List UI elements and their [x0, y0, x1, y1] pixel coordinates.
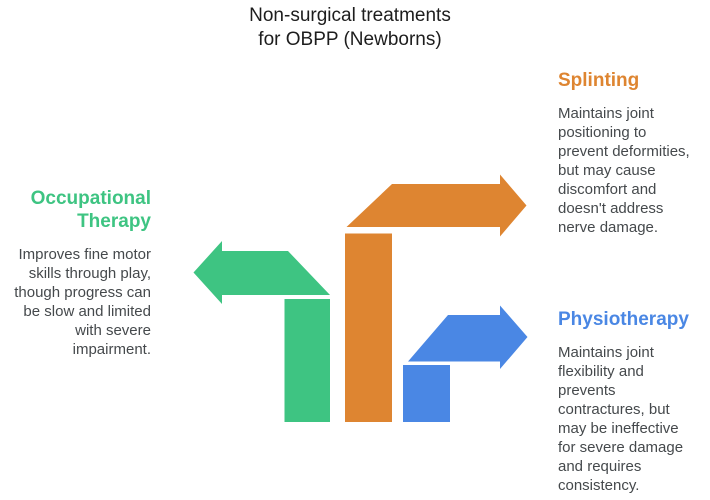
- physiotherapy-description: Maintains joint flexibility and prevents…: [558, 344, 684, 494]
- physiotherapy-arrow-head-icon: [408, 305, 528, 369]
- splinting-block: Splinting Maintains joint positioning to…: [558, 69, 704, 237]
- physiotherapy-heading: Physiotherapy: [558, 309, 689, 330]
- splinting-arrow-head-icon: [346, 174, 527, 237]
- splinting-arrow-bar: [345, 233, 392, 422]
- occupational-arrow-bar: [284, 299, 330, 422]
- occupational-therapy-heading: Occupational Therapy: [30, 188, 151, 232]
- splinting-heading: Splinting: [558, 70, 640, 91]
- physiotherapy-arrow-bar: [403, 365, 450, 422]
- occupational-arrow-head-icon: [193, 241, 330, 304]
- splinting-description: Maintains joint positioning to prevent d…: [558, 105, 690, 236]
- page-title: Non-surgical treatments for OBPP (Newbor…: [249, 5, 451, 50]
- physiotherapy-block: Physiotherapy Maintains joint flexibilit…: [558, 308, 704, 495]
- occupational-therapy-block: Occupational Therapy Improves fine motor…: [5, 187, 151, 359]
- occupational-therapy-description: Improves fine motor skills through play,…: [14, 246, 151, 358]
